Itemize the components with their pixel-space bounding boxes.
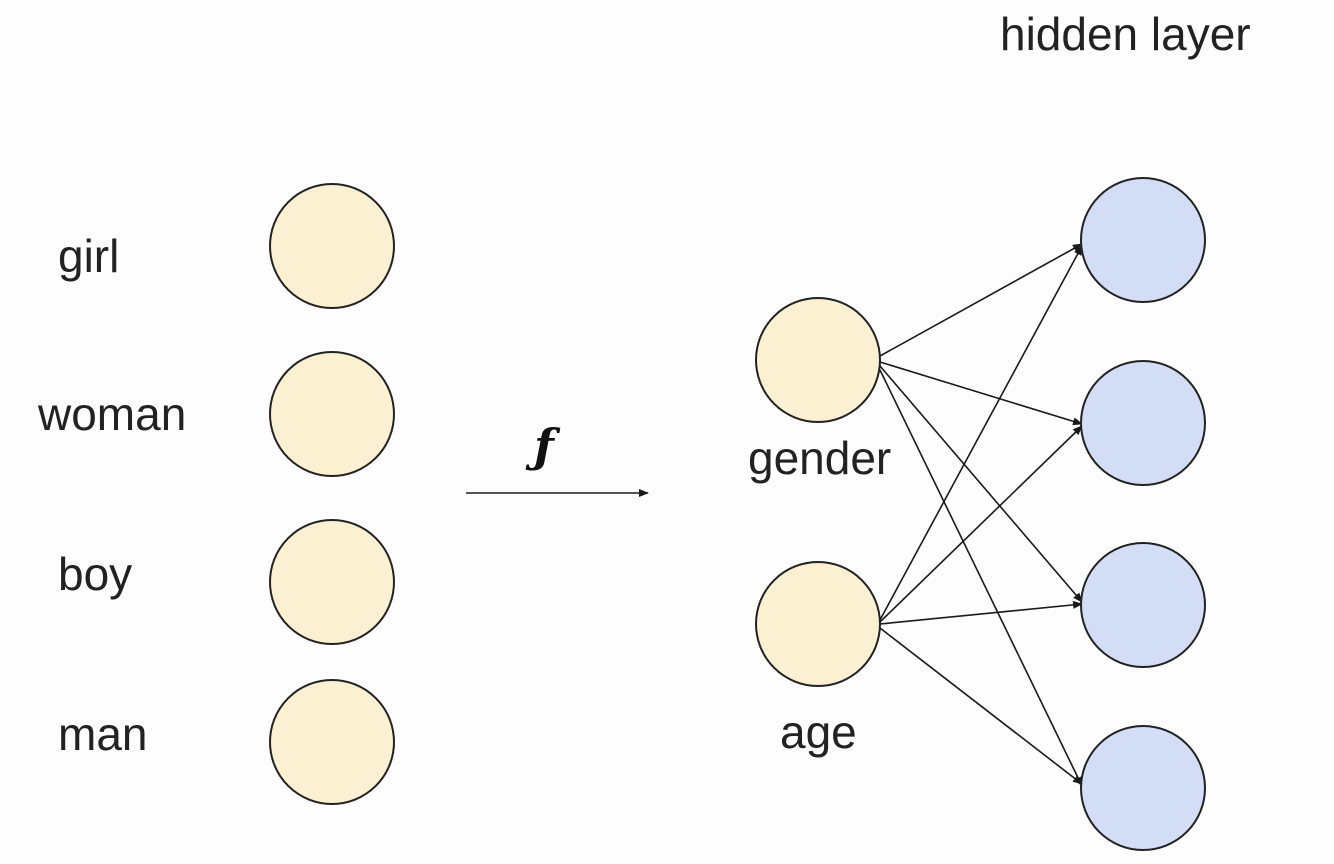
feature-label-gender: gender: [748, 432, 891, 484]
word-label-boy: boy: [58, 548, 132, 600]
word-label-man: man: [58, 708, 147, 760]
word-node-girl: [269, 183, 395, 309]
feature-to-hidden-edges: [879, 243, 1083, 787]
edge-age-h3: [879, 600, 1083, 625]
hidden-node-4: [1080, 725, 1206, 851]
edge-age-h1: [879, 245, 1083, 621]
feature-label-age: age: [780, 706, 857, 758]
edge-gender-h2: [879, 361, 1083, 426]
edge-age-h4: [879, 627, 1083, 785]
word-label-girl: girl: [58, 230, 119, 282]
edge-gender-h1: [879, 243, 1083, 357]
word-node-woman: [269, 351, 395, 477]
feature-node-age: [755, 561, 881, 687]
hidden-layer-title: hidden layer: [1000, 8, 1251, 60]
feature-node-gender: [755, 297, 881, 423]
hidden-node-3: [1080, 542, 1206, 668]
word-node-man: [269, 679, 395, 805]
edge-gender-h4: [879, 369, 1083, 787]
hidden-node-2: [1080, 360, 1206, 486]
edge-age-h2: [879, 425, 1083, 623]
hidden-node-1: [1080, 177, 1206, 303]
edge-gender-h3: [879, 365, 1083, 603]
function-symbol: ƒ: [525, 419, 561, 473]
word-label-woman: woman: [37, 388, 186, 440]
word-node-boy: [269, 519, 395, 645]
